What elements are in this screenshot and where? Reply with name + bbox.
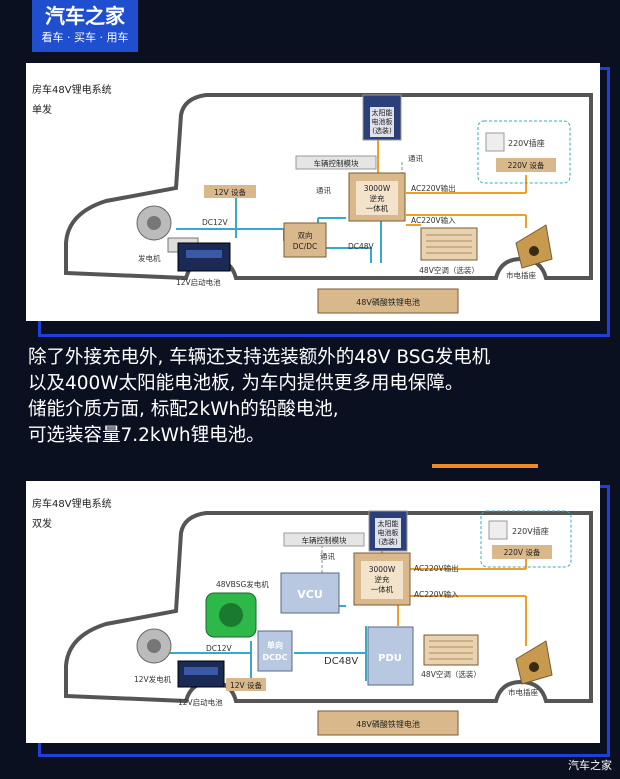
svg-text:220V 设备: 220V 设备 bbox=[508, 160, 545, 170]
svg-text:12V启动电池: 12V启动电池 bbox=[178, 697, 223, 707]
diagram2-svg: 太阳能 电池板 (选装) 车辆控制模块 通讯 3000W 逆充 一体机 AC22… bbox=[64, 510, 593, 736]
socket-220-1 bbox=[485, 132, 505, 152]
description-text: 除了外接充电外, 车辆还支持选装额外的48V BSG发电机 以及400W太阳能电… bbox=[28, 345, 608, 449]
svg-text:220V插座: 220V插座 bbox=[512, 526, 549, 536]
svg-text:市电插座: 市电插座 bbox=[508, 687, 538, 697]
svg-text:12V启动电池: 12V启动电池 bbox=[176, 277, 221, 287]
dcdc-1 bbox=[283, 222, 327, 258]
svg-text:发电机: 发电机 bbox=[138, 253, 161, 263]
desc-line-4: 可选装容量7.2kWh锂电池。 bbox=[28, 425, 265, 446]
panel2-title: 房车48V锂电系统 bbox=[32, 499, 112, 510]
desc-line-3: 储能介质方面, 标配2kWh的铅酸电池, bbox=[28, 399, 339, 420]
svg-text:DC12V: DC12V bbox=[202, 218, 229, 227]
accent-bar bbox=[432, 464, 538, 468]
svg-text:市电插座: 市电插座 bbox=[506, 270, 536, 280]
svg-text:48V磷酸铁锂电池: 48V磷酸铁锂电池 bbox=[356, 297, 420, 307]
panel2-subtitle: 双发 bbox=[32, 519, 52, 530]
svg-text:DC12V: DC12V bbox=[206, 644, 233, 653]
device-12v-1 bbox=[204, 185, 256, 198]
svg-text:AC220V输入: AC220V输入 bbox=[411, 215, 456, 225]
svg-text:DC/DC: DC/DC bbox=[293, 242, 318, 251]
svg-text:12V 设备: 12V 设备 bbox=[214, 187, 247, 197]
desc-line-1: 除了外接充电外, 车辆还支持选装额外的48V BSG发电机 bbox=[28, 347, 491, 368]
svg-text:3000W: 3000W bbox=[369, 565, 396, 574]
svg-text:电池板: 电池板 bbox=[378, 528, 399, 537]
svg-text:220V插座: 220V插座 bbox=[508, 138, 545, 148]
battery-48v-1 bbox=[317, 288, 459, 314]
diagram-panel-single: 房车48V锂电系统 单发 太 bbox=[26, 63, 600, 321]
svg-text:通讯: 通讯 bbox=[320, 551, 335, 561]
svg-text:48V空调（选装）: 48V空调（选装） bbox=[419, 265, 479, 275]
pdu bbox=[367, 626, 414, 686]
svg-text:单向: 单向 bbox=[267, 640, 283, 650]
vcu bbox=[280, 572, 340, 614]
svg-text:VCU: VCU bbox=[297, 588, 323, 601]
svg-text:12V发电机: 12V发电机 bbox=[134, 674, 172, 684]
control-module-2 bbox=[283, 532, 365, 547]
desc-line-2: 以及400W太阳能电池板, 为车内提供更多用电保障。 bbox=[28, 373, 464, 394]
dcdc-2 bbox=[257, 630, 293, 672]
svg-text:逆充: 逆充 bbox=[375, 574, 390, 584]
logo-title: 汽车之家 bbox=[45, 4, 125, 28]
svg-text:DC48V: DC48V bbox=[348, 242, 375, 251]
svg-text:12V 设备: 12V 设备 bbox=[230, 680, 263, 690]
svg-text:3000W: 3000W bbox=[364, 184, 391, 193]
watermark: 汽车之家 bbox=[568, 759, 612, 772]
svg-text:48V空调（选装）: 48V空调（选装） bbox=[421, 669, 481, 679]
svg-text:电池板: 电池板 bbox=[372, 117, 393, 126]
panel1-title: 房车48V锂电系统 bbox=[32, 85, 112, 96]
svg-text:(选装): (选装) bbox=[372, 126, 392, 135]
svg-text:220V 设备: 220V 设备 bbox=[504, 547, 541, 557]
diagram-panel-dual: 房车48V锂电系统 双发 太阳能 电池板 (选装) bbox=[26, 481, 600, 743]
panel1-subtitle: 单发 bbox=[32, 105, 52, 116]
solar-label-1: 太阳能 bbox=[372, 108, 393, 117]
svg-text:车辆控制模块: 车辆控制模块 bbox=[314, 158, 359, 168]
battery-48v-2 bbox=[317, 710, 459, 736]
svg-text:AC220V输出: AC220V输出 bbox=[411, 183, 456, 193]
svg-text:48V磷酸铁锂电池: 48V磷酸铁锂电池 bbox=[356, 719, 420, 729]
aircon-2 bbox=[423, 634, 479, 666]
socket-220-2 bbox=[488, 520, 508, 540]
svg-text:DCDC: DCDC bbox=[262, 653, 287, 662]
svg-text:一体机: 一体机 bbox=[371, 584, 394, 594]
svg-text:PDU: PDU bbox=[378, 653, 402, 664]
aircon-1 bbox=[420, 227, 478, 261]
svg-text:AC220V输出: AC220V输出 bbox=[414, 563, 459, 573]
svg-text:太阳能: 太阳能 bbox=[378, 519, 399, 528]
diagram1-svg: 太阳能 电池板 (选装) 车辆控制模块 通讯 通讯 3000W 逆充 一体机 A… bbox=[64, 93, 593, 314]
svg-text:通讯: 通讯 bbox=[316, 185, 331, 195]
svg-text:DC48V: DC48V bbox=[324, 656, 358, 667]
svg-text:双向: 双向 bbox=[298, 230, 313, 240]
device-12v-2 bbox=[226, 678, 266, 691]
brand-logo: 汽车之家 看车 · 买车 · 用车 bbox=[32, 0, 138, 52]
svg-text:48VBSG发电机: 48VBSG发电机 bbox=[216, 579, 269, 589]
svg-text:逆充: 逆充 bbox=[370, 193, 385, 203]
svg-text:AC220V输入: AC220V输入 bbox=[414, 589, 459, 599]
svg-text:通讯: 通讯 bbox=[408, 153, 423, 163]
control-module-1 bbox=[295, 155, 377, 170]
svg-text:(选装): (选装) bbox=[378, 537, 398, 546]
svg-text:车辆控制模块: 车辆控制模块 bbox=[302, 535, 347, 545]
logo-tagline: 看车 · 买车 · 用车 bbox=[41, 31, 129, 44]
svg-text:一体机: 一体机 bbox=[366, 203, 389, 213]
